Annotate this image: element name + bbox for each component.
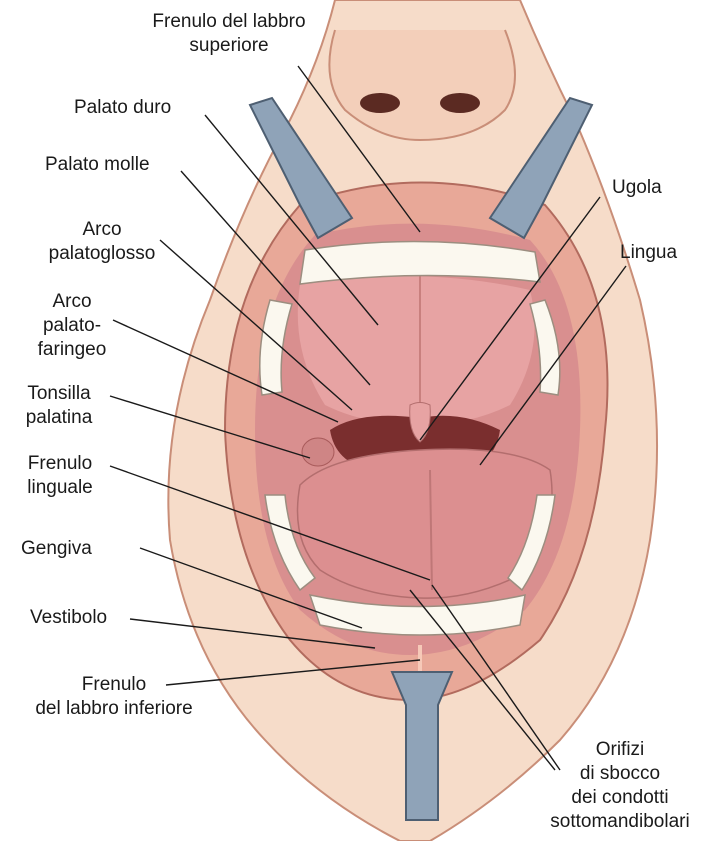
label-line: palato- [22,314,122,338]
label-palato-duro: Palato duro [74,96,171,120]
label-line: Vestibolo [30,606,107,630]
label-line: Lingua [620,241,677,265]
label-line: Arco [32,218,172,242]
label-line: dei condotti [540,786,700,810]
left-nostril [360,93,400,113]
label-line: Palato duro [74,96,171,120]
label-arco-palatoglosso: Arco palatoglosso [32,218,172,266]
label-line: Ugola [612,176,662,200]
label-palato-molle: Palato molle [45,153,150,177]
label-frenulo-labbro-superiore: Frenulo del labbro superiore [119,10,339,58]
label-line: palatoglosso [32,242,172,266]
label-line: superiore [119,34,339,58]
label-ugola: Ugola [612,176,662,200]
label-line: Tonsilla [6,382,112,406]
label-lingua: Lingua [620,241,677,265]
label-frenulo-labbro-inferiore: Frenulo del labbro inferiore [14,673,214,721]
label-arco-palatofaringeo: Arco palato- faringeo [22,290,122,362]
label-line: Frenulo del labbro [119,10,339,34]
label-line: sottomandibolari [540,810,700,834]
label-line: faringeo [22,338,122,362]
label-line: Frenulo [14,673,214,697]
label-orifizi: Orifizi di sbocco dei condotti sottomand… [540,738,700,834]
label-line: del labbro inferiore [14,697,214,721]
label-line: Orifizi [540,738,700,762]
label-gengiva: Gengiva [21,537,92,561]
label-vestibolo: Vestibolo [30,606,107,630]
label-line: palatina [6,406,112,430]
label-line: Arco [22,290,122,314]
label-line: di sbocco [540,762,700,786]
label-line: Palato molle [45,153,150,177]
palatine-tonsil [302,438,334,466]
label-line: Gengiva [21,537,92,561]
label-line: Frenulo [8,452,112,476]
label-tonsilla-palatina: Tonsilla palatina [6,382,112,430]
right-nostril [440,93,480,113]
label-frenulo-linguale: Frenulo linguale [8,452,112,500]
label-line: linguale [8,476,112,500]
